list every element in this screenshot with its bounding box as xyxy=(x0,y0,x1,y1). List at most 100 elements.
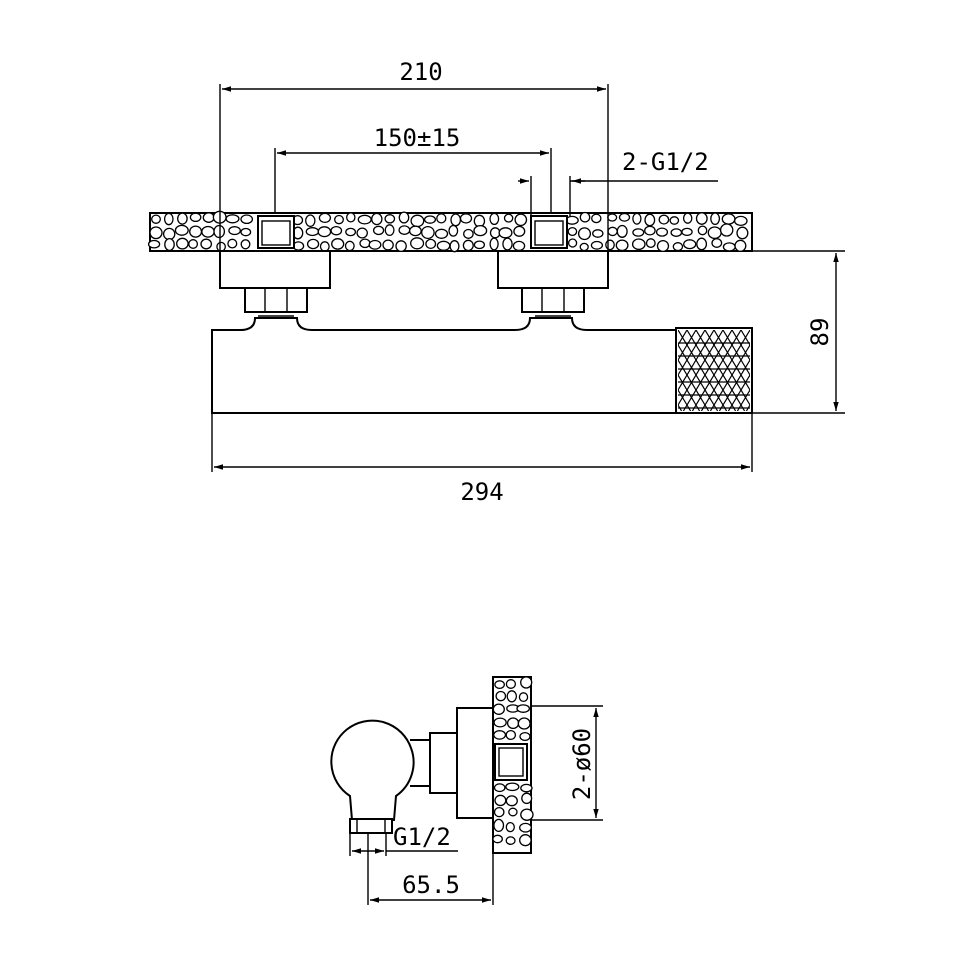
stone-texture xyxy=(176,237,189,250)
dim-150: 150±15 xyxy=(274,124,552,214)
stone-texture xyxy=(508,807,518,817)
stone-texture xyxy=(696,237,708,251)
stone-texture xyxy=(423,215,437,224)
stone-texture xyxy=(695,212,708,225)
dim-210-label: 210 xyxy=(399,58,442,86)
stone-texture xyxy=(493,730,507,740)
stone-texture xyxy=(436,240,451,251)
stone-texture xyxy=(517,717,531,730)
stone-texture xyxy=(590,240,604,250)
stone-texture xyxy=(345,227,357,237)
stone-texture xyxy=(372,225,385,236)
stone-texture xyxy=(149,226,163,240)
stone-texture xyxy=(318,212,332,224)
left-eccentric-block xyxy=(219,250,331,289)
stone-texture xyxy=(519,822,532,833)
stone-texture xyxy=(371,212,383,226)
stone-texture xyxy=(448,224,459,237)
stone-texture xyxy=(512,240,526,252)
side-inlet-thread-inner xyxy=(498,747,524,777)
stone-texture xyxy=(398,211,410,224)
dim-thread: 2-G1/2 xyxy=(518,148,718,216)
stone-texture xyxy=(707,226,722,240)
stone-texture xyxy=(722,242,736,252)
dim-flange: 2-ø60 xyxy=(531,705,603,821)
stone-texture xyxy=(607,226,618,237)
right-eccentric-block xyxy=(497,250,609,289)
stone-texture xyxy=(721,213,736,225)
dim-210: 210 xyxy=(219,58,609,288)
stone-texture xyxy=(579,211,591,223)
stone-texture xyxy=(462,239,474,252)
stone-texture xyxy=(495,690,507,702)
knurl-line xyxy=(727,373,750,411)
stone-texture xyxy=(494,794,507,807)
stone-texture xyxy=(520,676,533,689)
stone-texture xyxy=(672,242,684,252)
side-inlet-thread xyxy=(494,743,528,781)
dim-150-label: 150±15 xyxy=(374,124,461,152)
stone-texture xyxy=(516,704,531,713)
stone-texture xyxy=(162,227,176,241)
stone-texture xyxy=(592,229,604,238)
dim-outlet-thread-label: G1/2 xyxy=(393,823,451,851)
left-nut xyxy=(244,287,308,317)
stone-texture xyxy=(494,680,505,690)
stone-texture xyxy=(436,213,447,224)
stone-texture xyxy=(493,818,505,833)
dim-89-label: 89 xyxy=(806,318,834,347)
stone-texture xyxy=(356,227,368,239)
stone-texture xyxy=(240,227,252,237)
stone-texture xyxy=(225,214,240,224)
stone-texture xyxy=(505,679,517,689)
side-flange-block xyxy=(456,707,494,819)
stone-texture xyxy=(567,226,578,237)
stone-texture xyxy=(697,225,708,236)
stone-texture xyxy=(506,690,518,703)
dim-65: 65.5 xyxy=(367,833,494,905)
stone-texture xyxy=(655,227,669,237)
knurl-line xyxy=(736,388,750,411)
stone-texture xyxy=(384,214,396,224)
stone-texture xyxy=(459,213,473,224)
dim-294-label: 294 xyxy=(460,478,503,506)
right-nut xyxy=(521,287,585,317)
stone-texture xyxy=(669,216,680,225)
stone-texture xyxy=(681,227,693,237)
front-view: 210 150±15 2-G1/2 89 xyxy=(147,58,845,506)
knurled-handle xyxy=(675,327,808,414)
stone-texture xyxy=(305,214,316,228)
stone-texture xyxy=(658,214,670,225)
stone-texture xyxy=(719,223,734,237)
stone-texture xyxy=(334,214,344,225)
stone-texture xyxy=(683,239,697,250)
knurl-line xyxy=(709,343,750,411)
stone-texture xyxy=(493,806,505,818)
stone-texture xyxy=(632,228,645,237)
stone-texture xyxy=(434,228,449,239)
stone-texture xyxy=(163,212,174,226)
stone-texture xyxy=(317,226,332,238)
stone-texture xyxy=(505,782,520,792)
stone-texture xyxy=(344,240,355,252)
stone-texture xyxy=(174,224,189,236)
stone-texture xyxy=(227,238,238,249)
stone-texture xyxy=(216,241,226,252)
dim-294: 294 xyxy=(211,413,753,506)
stone-texture xyxy=(498,227,513,239)
stone-texture xyxy=(201,225,215,238)
stone-texture xyxy=(736,226,749,240)
stone-texture xyxy=(493,783,506,793)
stone-texture xyxy=(425,238,437,250)
left-inlet-thread-inner xyxy=(261,220,291,246)
knurl-line xyxy=(759,330,808,411)
dim-65-label: 65.5 xyxy=(402,871,460,899)
stone-texture xyxy=(505,821,515,833)
stone-texture xyxy=(505,795,518,807)
stone-texture xyxy=(489,212,500,226)
stone-texture xyxy=(395,240,407,253)
stone-texture xyxy=(711,238,723,248)
stone-texture xyxy=(410,237,425,250)
stone-texture xyxy=(319,241,330,252)
stone-texture xyxy=(521,792,533,805)
